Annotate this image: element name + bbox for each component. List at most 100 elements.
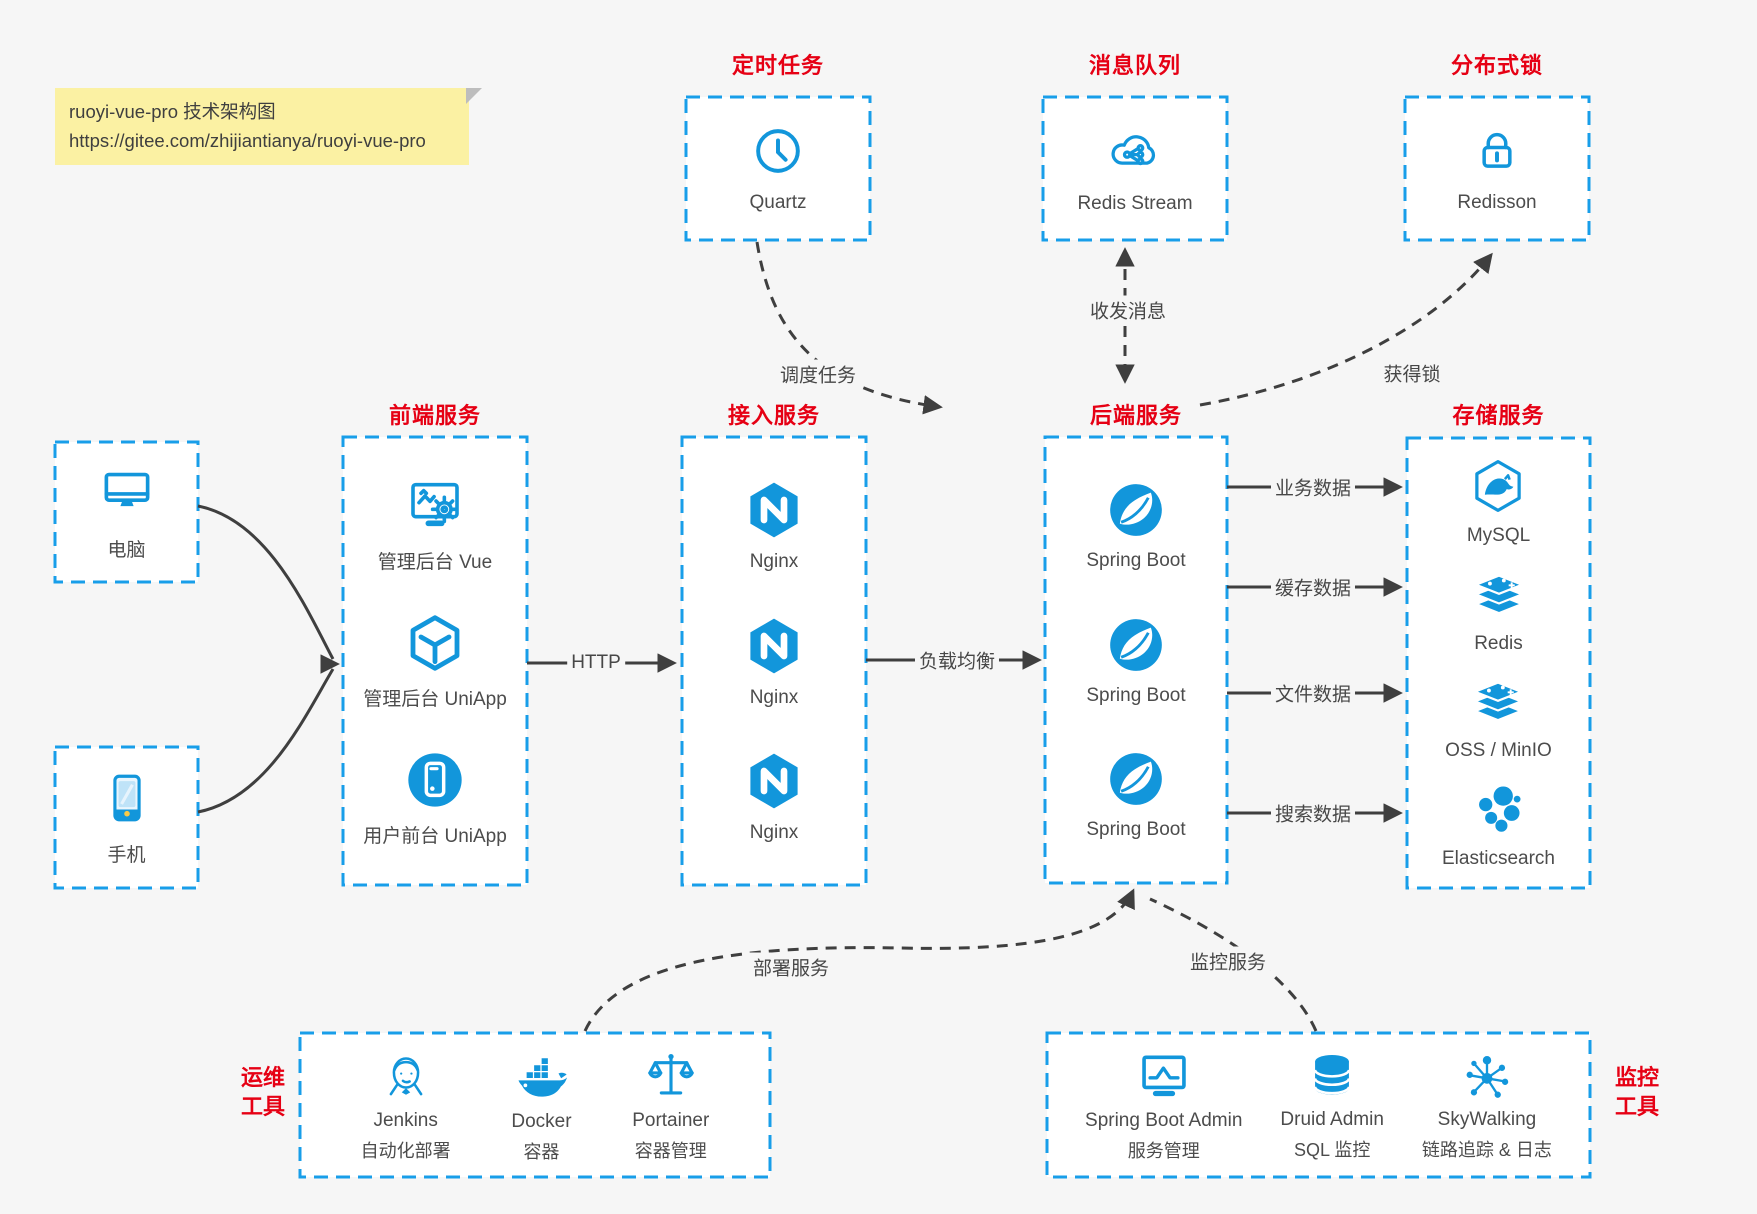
node-label: 电脑 xyxy=(107,540,146,561)
ops-tools-side-label: 运维 工具 xyxy=(230,1063,296,1121)
spring-boot-icon xyxy=(1105,748,1167,810)
node-label: 手机 xyxy=(107,844,146,866)
druid-icon xyxy=(1304,1048,1360,1104)
note-fold-corner xyxy=(466,88,482,104)
redisson-node: Redisson xyxy=(1405,97,1589,240)
spring-boot-node: Spring Boot xyxy=(1086,614,1186,707)
node-label: 管理后台 Vue xyxy=(377,552,493,573)
title-message-queue: 消息队列 xyxy=(1088,53,1181,78)
node-label: Redis Stream xyxy=(1077,193,1193,214)
node-label: Nginx xyxy=(749,686,799,708)
pc-node: 电脑 xyxy=(55,442,198,582)
nginx-icon xyxy=(742,749,806,813)
pc-box xyxy=(53,440,200,584)
tool-desc: 链路追踪 & 日志 xyxy=(1421,1140,1552,1160)
monitor-tools-group: Spring Boot Admin 服务管理 Druid Admin SQL 监… xyxy=(1047,1033,1590,1177)
oss-minio-icon xyxy=(1469,673,1527,731)
elasticsearch-icon xyxy=(1470,781,1528,839)
nginx-icon xyxy=(742,478,806,542)
nginx-node: Nginx xyxy=(742,478,806,573)
edge-label-load-balance: 负载均衡 xyxy=(914,645,1000,675)
backend-column: Spring Boot Spring Boot Spring Boot xyxy=(1045,437,1227,883)
edge-label-monitor: 监控服务 xyxy=(1185,946,1271,976)
node-label: Redisson xyxy=(1457,192,1537,213)
title-storage-services: 存储服务 xyxy=(1452,403,1545,428)
docker-node: Docker 容器 xyxy=(511,1046,572,1164)
tool-name: SkyWalking xyxy=(1437,1109,1537,1130)
admin-vue-icon xyxy=(403,474,467,538)
druid-admin-node: Druid Admin SQL 监控 xyxy=(1280,1048,1384,1162)
node-label: Nginx xyxy=(749,550,799,572)
title-backend-services: 后端服务 xyxy=(1089,403,1182,428)
tool-name: Spring Boot Admin xyxy=(1085,1110,1243,1131)
edge-lock xyxy=(1199,252,1493,407)
edge-phone-to-frontend xyxy=(197,668,335,814)
monitor-tools-side-label: 监控 工具 xyxy=(1604,1063,1670,1121)
mysql-node: MySQL xyxy=(1467,456,1530,547)
redisson-box xyxy=(1403,95,1591,242)
spring-boot-admin-node: Spring Boot Admin 服务管理 xyxy=(1085,1047,1242,1163)
skywalking-icon xyxy=(1459,1048,1515,1104)
edge-monitor xyxy=(1149,897,1318,1032)
tool-desc: SQL 监控 xyxy=(1293,1140,1371,1160)
redis-node: Redis xyxy=(1470,566,1528,655)
tool-desc: 自动化部署 xyxy=(360,1141,451,1161)
tool-name: Jenkins xyxy=(373,1110,438,1131)
mq-box xyxy=(1041,95,1229,242)
tool-desc: 容器 xyxy=(523,1142,560,1162)
tool-desc: 容器管理 xyxy=(634,1141,707,1161)
lock-icon xyxy=(1469,123,1525,179)
edge-label-business-data: 业务数据 xyxy=(1270,472,1356,502)
spring-boot-icon xyxy=(1105,614,1167,676)
edge-pc-to-frontend xyxy=(197,504,335,660)
node-label: 管理后台 UniApp xyxy=(363,689,507,710)
smartphone-icon xyxy=(98,769,156,827)
spring-boot-icon xyxy=(1105,479,1167,541)
edge-label-schedule: 调度任务 xyxy=(775,359,861,389)
redis-icon xyxy=(1470,566,1528,624)
user-uniapp-icon xyxy=(403,748,467,812)
skywalking-node: SkyWalking 链路追踪 & 日志 xyxy=(1422,1048,1552,1162)
admin-vue-node: 管理后台 Vue xyxy=(378,474,492,574)
quartz-node: Quartz xyxy=(686,97,870,240)
elasticsearch-node: Elasticsearch xyxy=(1442,781,1555,870)
side-label-line: 工具 xyxy=(240,1094,285,1120)
node-label: MySQL xyxy=(1466,525,1531,547)
ops-tools-group: Jenkins 自动化部署 Docker 容器 xyxy=(300,1033,770,1177)
redis-stream-node: Redis Stream xyxy=(1043,97,1227,240)
side-label-line: 工具 xyxy=(1614,1094,1659,1120)
storage-box xyxy=(1405,436,1592,890)
message-cloud-icon xyxy=(1106,122,1164,180)
edge-deploy xyxy=(583,888,1135,1032)
node-label: Nginx xyxy=(749,822,799,844)
nginx-icon xyxy=(742,614,806,678)
edge-label-file-data: 文件数据 xyxy=(1270,678,1356,708)
tool-name: Druid Admin xyxy=(1280,1109,1384,1130)
clock-icon xyxy=(750,123,806,179)
mysql-icon xyxy=(1468,456,1528,516)
monitor-tools-box xyxy=(1045,1031,1592,1179)
sticky-note: ruoyi-vue-pro 技术架构图 https://gitee.com/zh… xyxy=(55,88,482,166)
note-title: ruoyi-vue-pro 技术架构图 xyxy=(69,101,276,122)
side-label-line: 监控 xyxy=(1614,1065,1659,1090)
jenkins-icon xyxy=(377,1047,435,1105)
node-label: 用户前台 UniApp xyxy=(363,826,507,847)
tool-name: Docker xyxy=(511,1111,572,1132)
edge-label-deploy: 部署服务 xyxy=(748,952,834,982)
oss-minio-node: OSS / MinIO xyxy=(1445,673,1552,762)
edge-label-cache-data: 缓存数据 xyxy=(1270,572,1356,602)
title-gateway-services: 接入服务 xyxy=(727,403,820,428)
spring-boot-admin-icon xyxy=(1135,1047,1193,1105)
node-label: Spring Boot xyxy=(1086,819,1186,841)
quartz-box xyxy=(684,95,872,242)
jenkins-node: Jenkins 自动化部署 xyxy=(361,1047,451,1163)
node-label: Redis xyxy=(1474,632,1523,654)
tool-name: Portainer xyxy=(632,1110,710,1131)
docker-icon xyxy=(511,1046,571,1106)
node-label: Elasticsearch xyxy=(1442,847,1555,869)
frontend-column: 管理后台 Vue 管理后台 UniApp 用户前台 UniApp xyxy=(343,437,527,885)
tool-desc: 服务管理 xyxy=(1127,1141,1200,1161)
desktop-icon xyxy=(97,462,157,522)
spring-boot-node: Spring Boot xyxy=(1086,479,1186,572)
